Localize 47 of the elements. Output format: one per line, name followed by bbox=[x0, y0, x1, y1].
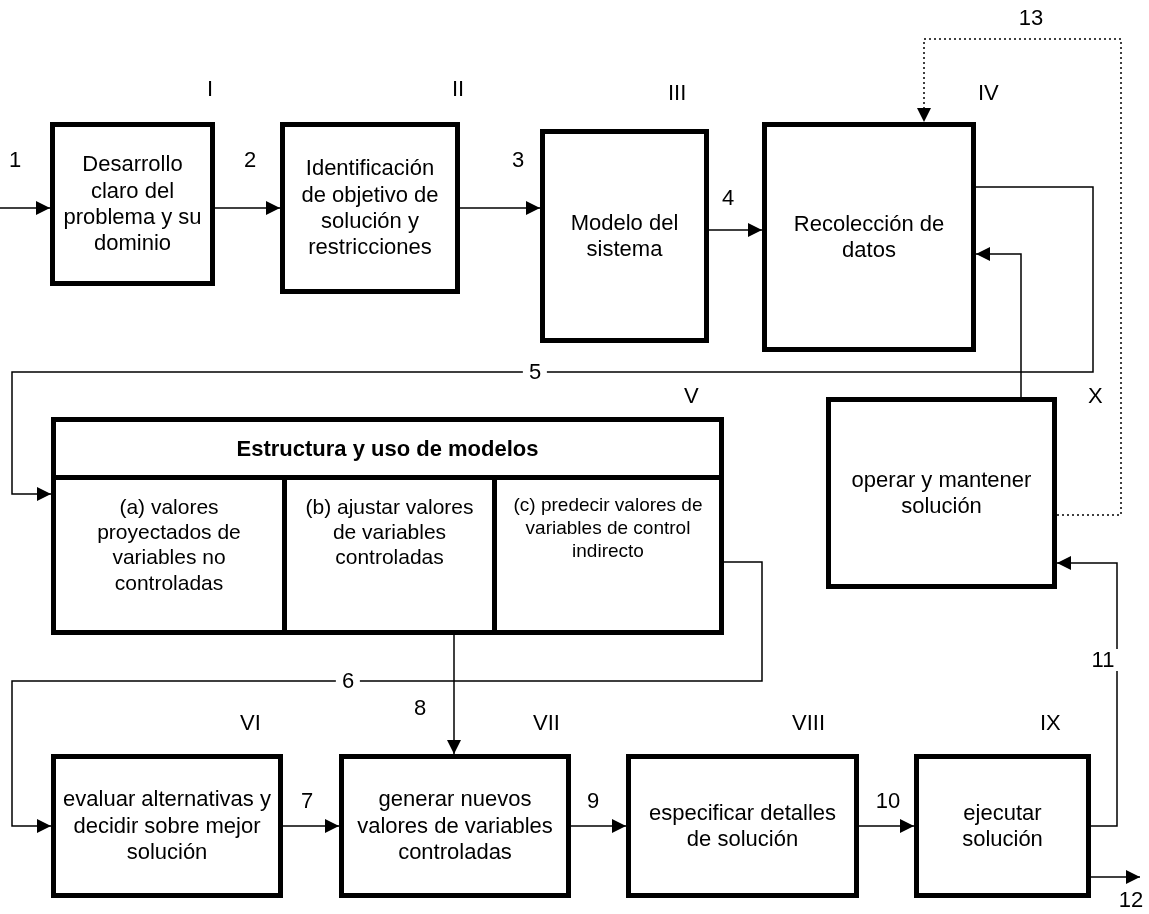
stage-numeral: V bbox=[684, 385, 699, 407]
arrow bbox=[447, 634, 461, 755]
cell-text: (a) valores proyectados de variables no controladas bbox=[96, 494, 242, 595]
process-box bbox=[50, 122, 215, 286]
box-text: Recolección de datos bbox=[792, 210, 946, 264]
stage-numeral: III bbox=[668, 82, 687, 104]
arrow bbox=[708, 223, 763, 237]
arrow bbox=[1056, 556, 1118, 827]
process-box bbox=[339, 754, 571, 898]
process-box bbox=[280, 122, 460, 294]
process-box bbox=[626, 754, 859, 898]
box-text: generar nuevos valores de variables controladas bbox=[356, 786, 554, 866]
box-text: especificar detalles de solución bbox=[647, 799, 838, 853]
stage-numeral: I bbox=[207, 78, 214, 100]
arrow bbox=[858, 819, 915, 833]
dotted-arrow bbox=[917, 38, 1122, 516]
cell-text: (b) ajustar valores de variables controladas bbox=[304, 494, 475, 570]
cell-text: (c) predecir valores de variables de control indirecto bbox=[512, 494, 704, 563]
arrow bbox=[1090, 870, 1141, 884]
stage-numeral: II bbox=[452, 78, 465, 100]
process-box bbox=[826, 397, 1057, 589]
arrow bbox=[11, 186, 1094, 501]
arrow bbox=[570, 819, 627, 833]
arrow bbox=[459, 201, 541, 215]
arrow bbox=[0, 201, 51, 215]
arrow bbox=[11, 561, 763, 833]
stage-numeral: VI bbox=[240, 712, 261, 734]
stage-numeral: IX bbox=[1040, 712, 1061, 734]
process-box bbox=[914, 754, 1091, 898]
arrow bbox=[282, 819, 340, 833]
stage-numeral: IV bbox=[978, 82, 999, 104]
model-panel bbox=[51, 417, 724, 635]
stage-numeral: X bbox=[1088, 385, 1103, 407]
process-box bbox=[762, 122, 976, 352]
box-text: ejecutar solución bbox=[961, 799, 1044, 853]
box-text: Desarrollo claro del problema y su dominio bbox=[62, 151, 203, 257]
box-text: Modelo del sistema bbox=[569, 209, 680, 263]
process-box bbox=[51, 754, 283, 898]
stage-numeral: VIII bbox=[792, 712, 825, 734]
panel-heading: Estructura y uso de modelos bbox=[236, 435, 539, 462]
arrow bbox=[214, 201, 281, 215]
stage-numeral: VII bbox=[533, 712, 560, 734]
box-text: Identificación de objetivo de solución y restricciones bbox=[300, 155, 440, 261]
box-text: operar y mantener solución bbox=[850, 466, 1033, 520]
box-text: evaluar alternativas y decidir sobre mejor solución bbox=[62, 786, 272, 866]
process-box bbox=[540, 129, 709, 343]
arrow bbox=[975, 247, 1022, 398]
